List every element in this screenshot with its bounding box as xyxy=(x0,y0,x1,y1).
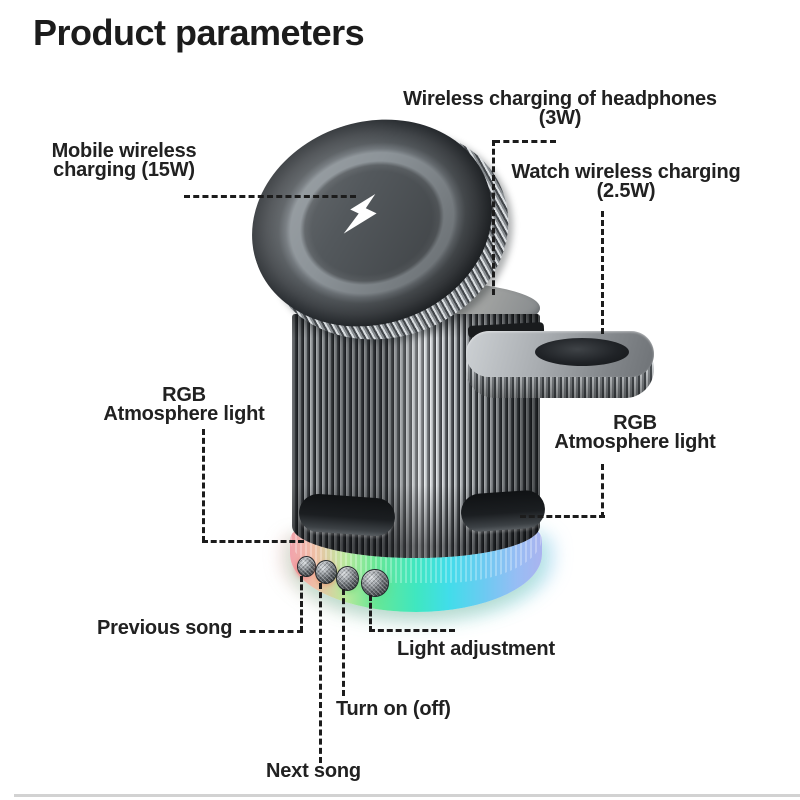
label-mobile-wireless-charging: Mobile wireless charging (15W) xyxy=(38,140,210,181)
label-line: charging (15W) xyxy=(53,159,195,181)
leader-rgb-right-v xyxy=(601,464,604,518)
leader-turn-on xyxy=(342,589,345,696)
ground-shadow-line xyxy=(14,794,800,797)
left-light-slot xyxy=(297,492,397,538)
next-song-button xyxy=(315,560,337,584)
leader-rgb-left-v xyxy=(202,429,205,542)
label-line: (2.5W) xyxy=(596,180,656,202)
magnetic-charging-pad xyxy=(223,87,538,372)
label-line: Mobile wireless xyxy=(51,140,197,162)
power-button xyxy=(336,566,359,591)
label-previous-song: Previous song xyxy=(97,617,233,639)
right-light-slot xyxy=(459,489,547,533)
leader-rgb-right-h xyxy=(520,515,605,518)
label-turn-on-off: Turn on (off) xyxy=(336,698,451,720)
light-adjustment-button xyxy=(361,569,389,597)
page-title: Product parameters xyxy=(33,12,365,53)
label-line: Watch wireless charging xyxy=(511,161,741,183)
lightning-bolt-icon xyxy=(335,184,388,245)
watch-charging-coil xyxy=(535,338,629,366)
label-headphones-charging: Wireless charging of headphones (3W) xyxy=(393,88,727,129)
label-rgb-atmosphere-right: RGB Atmosphere light xyxy=(545,412,725,453)
label-line: (3W) xyxy=(538,107,582,129)
label-rgb-atmosphere-left: RGB Atmosphere light xyxy=(95,384,273,425)
leader-watch xyxy=(601,211,604,334)
label-line: Atmosphere light xyxy=(103,403,265,425)
leader-previous-song-h xyxy=(240,630,303,633)
leader-headphones-h xyxy=(494,140,556,143)
label-line: RGB xyxy=(613,412,657,434)
label-line: RGB xyxy=(162,384,206,406)
leader-headphones-v xyxy=(492,140,495,295)
leader-next-song xyxy=(319,583,322,763)
leader-light-adjustment-h xyxy=(369,629,455,632)
label-next-song: Next song xyxy=(266,760,361,782)
leader-light-adjustment-v xyxy=(369,595,372,632)
leader-rgb-left-h xyxy=(202,540,304,543)
leader-mobile-charging xyxy=(184,195,356,198)
label-watch-charging: Watch wireless charging (2.5W) xyxy=(500,161,752,202)
label-line: Atmosphere light xyxy=(554,431,716,453)
leader-previous-song-v xyxy=(300,576,303,632)
label-line: Wireless charging of headphones xyxy=(403,88,717,110)
label-light-adjustment: Light adjustment xyxy=(397,638,555,660)
previous-song-button xyxy=(297,556,316,577)
